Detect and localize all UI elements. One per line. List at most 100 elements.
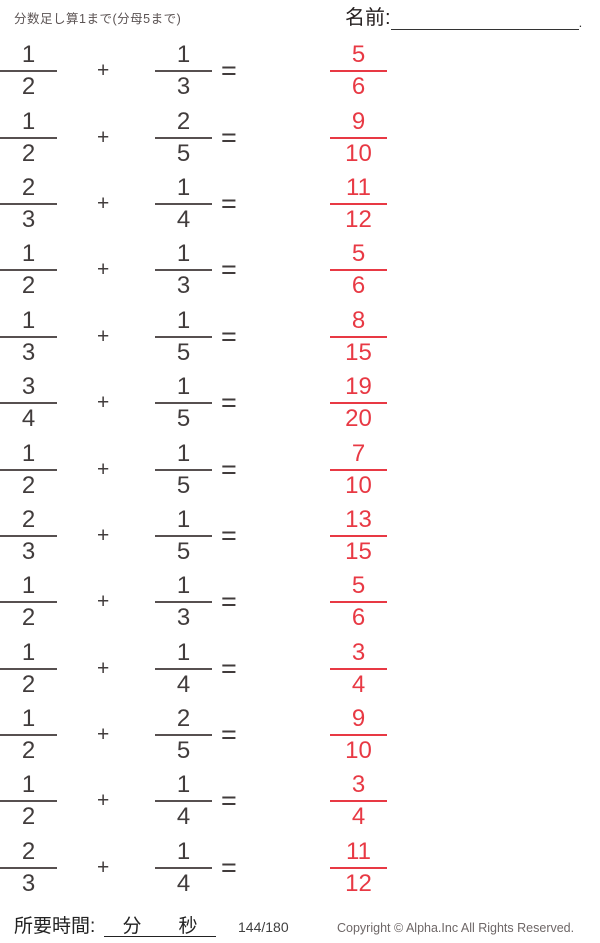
denominator: 4 (176, 803, 191, 831)
plus-sign: + (97, 191, 110, 215)
problem-row: 1 2 + 1 5 = 7 10 (0, 436, 600, 502)
plus-sign: + (97, 125, 110, 149)
plus-sign: + (97, 656, 110, 680)
problem-row: 1 2 + 1 3 = 5 6 (0, 38, 600, 104)
numerator: 1 (176, 41, 191, 69)
fraction-answer: 3 4 (330, 772, 387, 830)
numerator: 1 (176, 505, 191, 533)
denominator: 2 (21, 139, 36, 167)
denominator: 12 (345, 205, 372, 233)
fraction-bar (330, 667, 387, 670)
numerator: 11 (346, 173, 371, 201)
fraction-bar (0, 667, 57, 670)
fraction-addend-2: 2 5 (155, 706, 212, 764)
problem-row: 1 2 + 1 4 = 3 4 (0, 636, 600, 702)
denominator: 4 (176, 670, 191, 698)
fraction-addend-2: 1 4 (155, 837, 212, 897)
problem-row: 2 3 + 1 4 = 11 12 (0, 171, 600, 237)
denominator: 10 (345, 139, 372, 167)
numerator: 1 (21, 41, 36, 69)
fraction-answer: 7 10 (330, 439, 387, 499)
numerator: 1 (176, 837, 191, 865)
fraction-addend-2: 1 4 (155, 639, 212, 698)
problem-row: 3 4 + 1 5 = 19 20 (0, 370, 600, 436)
problem-row: 1 2 + 1 3 = 5 6 (0, 237, 600, 303)
plus-sign: + (97, 723, 110, 747)
fraction-answer: 13 15 (330, 506, 387, 565)
fraction-bar (0, 601, 57, 604)
fraction-bar (155, 136, 212, 139)
numerator: 1 (176, 771, 191, 799)
fraction-bar (330, 534, 387, 537)
denominator: 3 (21, 537, 36, 565)
denominator: 2 (21, 803, 36, 831)
fraction-answer: 19 20 (330, 374, 387, 432)
plus-sign: + (97, 391, 110, 415)
problem-row: 1 3 + 1 5 = 8 15 (0, 304, 600, 370)
numerator: 8 (351, 306, 366, 334)
numerator: 1 (21, 306, 36, 334)
plus-sign: + (97, 258, 110, 282)
denominator: 2 (21, 272, 36, 300)
fraction-bar (0, 534, 57, 537)
fraction-answer: 11 12 (330, 838, 387, 897)
denominator: 5 (176, 471, 191, 499)
numerator: 1 (176, 240, 191, 268)
fraction-addend-1: 2 3 (0, 174, 57, 233)
minutes-label: 分 (122, 916, 142, 937)
fraction-addend-2: 1 4 (155, 772, 212, 830)
fraction-addend-1: 2 3 (0, 505, 57, 565)
fraction-addend-2: 1 5 (155, 505, 212, 565)
equals-sign: = (221, 188, 237, 219)
problem-row: 2 3 + 1 4 = 11 12 (0, 835, 600, 901)
name-label: 名前: (345, 7, 391, 29)
fraction-addend-1: 1 2 (0, 573, 57, 631)
numerator: 1 (176, 439, 191, 467)
numerator: 1 (21, 771, 36, 799)
name-underline (390, 7, 579, 30)
fraction-bar (330, 335, 387, 338)
fraction-bar (330, 468, 387, 471)
numerator: 5 (351, 240, 366, 268)
equals-sign: = (221, 520, 237, 551)
equals-sign: = (221, 852, 237, 883)
fraction-bar (155, 601, 212, 604)
numerator: 7 (351, 439, 366, 467)
plus-sign: + (97, 789, 110, 813)
fraction-addend-1: 1 2 (0, 42, 57, 100)
numerator: 1 (21, 107, 36, 135)
numerator: 2 (21, 505, 36, 533)
fraction-bar (0, 335, 57, 338)
denominator: 20 (345, 405, 372, 433)
fraction-bar (330, 202, 387, 205)
fraction-answer: 9 10 (330, 108, 387, 167)
fraction-bar (330, 136, 387, 139)
fraction-bar (0, 202, 57, 205)
fraction-bar (155, 534, 212, 537)
copyright-text: Copyright © Alpha.Inc All Rights Reserve… (337, 921, 575, 935)
numerator: 1 (176, 373, 191, 401)
fraction-bar (330, 866, 387, 869)
denominator: 6 (351, 73, 366, 101)
denominator: 12 (345, 869, 372, 897)
fraction-addend-2: 2 5 (155, 107, 212, 167)
equals-sign: = (221, 321, 237, 352)
plus-sign: + (97, 855, 110, 879)
plus-sign: + (97, 324, 110, 348)
fraction-bar (0, 468, 57, 471)
numerator: 1 (21, 638, 36, 666)
denominator: 3 (21, 338, 36, 366)
fraction-addend-1: 2 3 (0, 837, 57, 897)
equals-sign: = (221, 55, 237, 86)
denominator: 6 (351, 272, 366, 300)
numerator: 2 (21, 837, 36, 865)
denominator: 2 (21, 471, 36, 499)
denominator: 15 (345, 537, 372, 565)
fraction-bar (330, 734, 387, 737)
denominator: 4 (176, 869, 191, 897)
fraction-addend-2: 1 3 (155, 573, 212, 631)
denominator: 4 (351, 670, 366, 698)
numerator: 2 (176, 107, 191, 135)
denominator: 3 (21, 205, 36, 233)
equals-sign: = (221, 387, 237, 418)
